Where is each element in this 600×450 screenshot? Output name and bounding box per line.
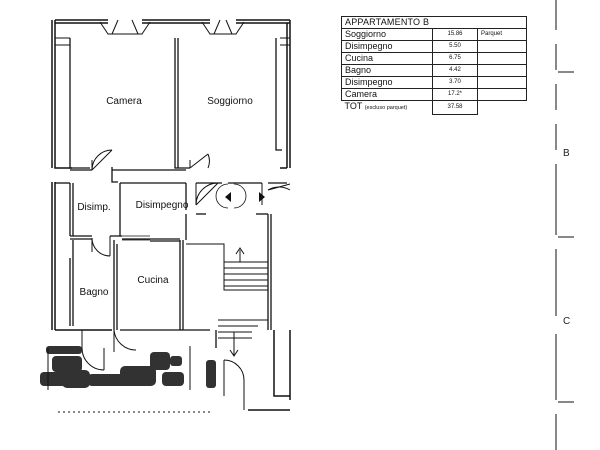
room-label-camera: Camera xyxy=(106,96,142,107)
grid-lines xyxy=(555,0,574,450)
room-area-cell: 4.42 xyxy=(432,64,478,77)
room-finish-cell xyxy=(477,76,527,89)
garden-border xyxy=(47,346,210,413)
room-area-cell: 17.2* xyxy=(432,88,478,101)
table-row: Cucina 6.75 xyxy=(341,52,527,65)
grid-label-b: B xyxy=(563,148,570,159)
room-name-cell: Soggiorno xyxy=(341,28,433,41)
table-title-row: APPARTAMENTO B xyxy=(341,16,527,29)
table-title: APPARTAMENTO B xyxy=(341,16,527,29)
room-area-cell: 15.86 xyxy=(432,28,478,41)
doors xyxy=(81,149,291,410)
total-label-cell: TOT (escluso parquet) xyxy=(342,101,433,115)
table-total-row: TOT (escluso parquet) 37.58 xyxy=(342,100,527,115)
table-row: Camera 17.2* xyxy=(341,88,527,101)
windows xyxy=(55,19,290,46)
shrubs xyxy=(40,346,216,388)
room-label-disimpegno: Disimpegno xyxy=(136,200,189,211)
room-label-disimp: Disimp. xyxy=(77,202,110,213)
entrance-arrows xyxy=(225,192,265,202)
room-area-cell: 5.50 xyxy=(432,40,478,53)
room-finish-cell xyxy=(477,52,527,65)
room-area-cell: 6.75 xyxy=(432,52,478,65)
total-label: TOT xyxy=(344,101,363,111)
total-empty-cell xyxy=(478,101,527,115)
room-name-cell: Disimpegno xyxy=(341,76,433,89)
table-row: Soggiorno 15.86 Parquet xyxy=(341,28,527,41)
room-label-bagno: Bagno xyxy=(80,287,109,298)
table-row: Disimpegno 5.50 xyxy=(341,40,527,53)
room-finish-cell xyxy=(477,64,527,77)
room-name-cell: Disimpegno xyxy=(341,40,433,53)
room-name-cell: Camera xyxy=(341,88,433,101)
table-row: Disimpegno 3.70 xyxy=(341,76,527,89)
room-labels: Camera Soggiorno Disimp. Disimpegno Bagn… xyxy=(77,96,253,298)
room-area-cell: 3.70 xyxy=(432,76,478,89)
grid-label-c: C xyxy=(563,316,571,327)
room-name-cell: Cucina xyxy=(341,52,433,65)
total-note: (escluso parquet) xyxy=(364,105,408,111)
room-finish-cell xyxy=(477,88,527,101)
room-label-cucina: Cucina xyxy=(137,275,169,286)
total-value-cell: 37.58 xyxy=(432,100,478,115)
room-label-soggiorno: Soggiorno xyxy=(207,96,253,107)
room-name-cell: Bagno xyxy=(341,64,433,77)
table-row: Bagno 4.42 xyxy=(341,64,527,77)
interior-walls xyxy=(55,38,287,348)
staircase xyxy=(186,243,268,357)
apartment-area-table: APPARTAMENTO B Soggiorno 15.86 Parquet D… xyxy=(341,16,527,115)
room-finish-cell xyxy=(477,40,527,53)
exterior-walls xyxy=(51,19,291,411)
room-finish-cell: Parquet xyxy=(477,28,527,41)
